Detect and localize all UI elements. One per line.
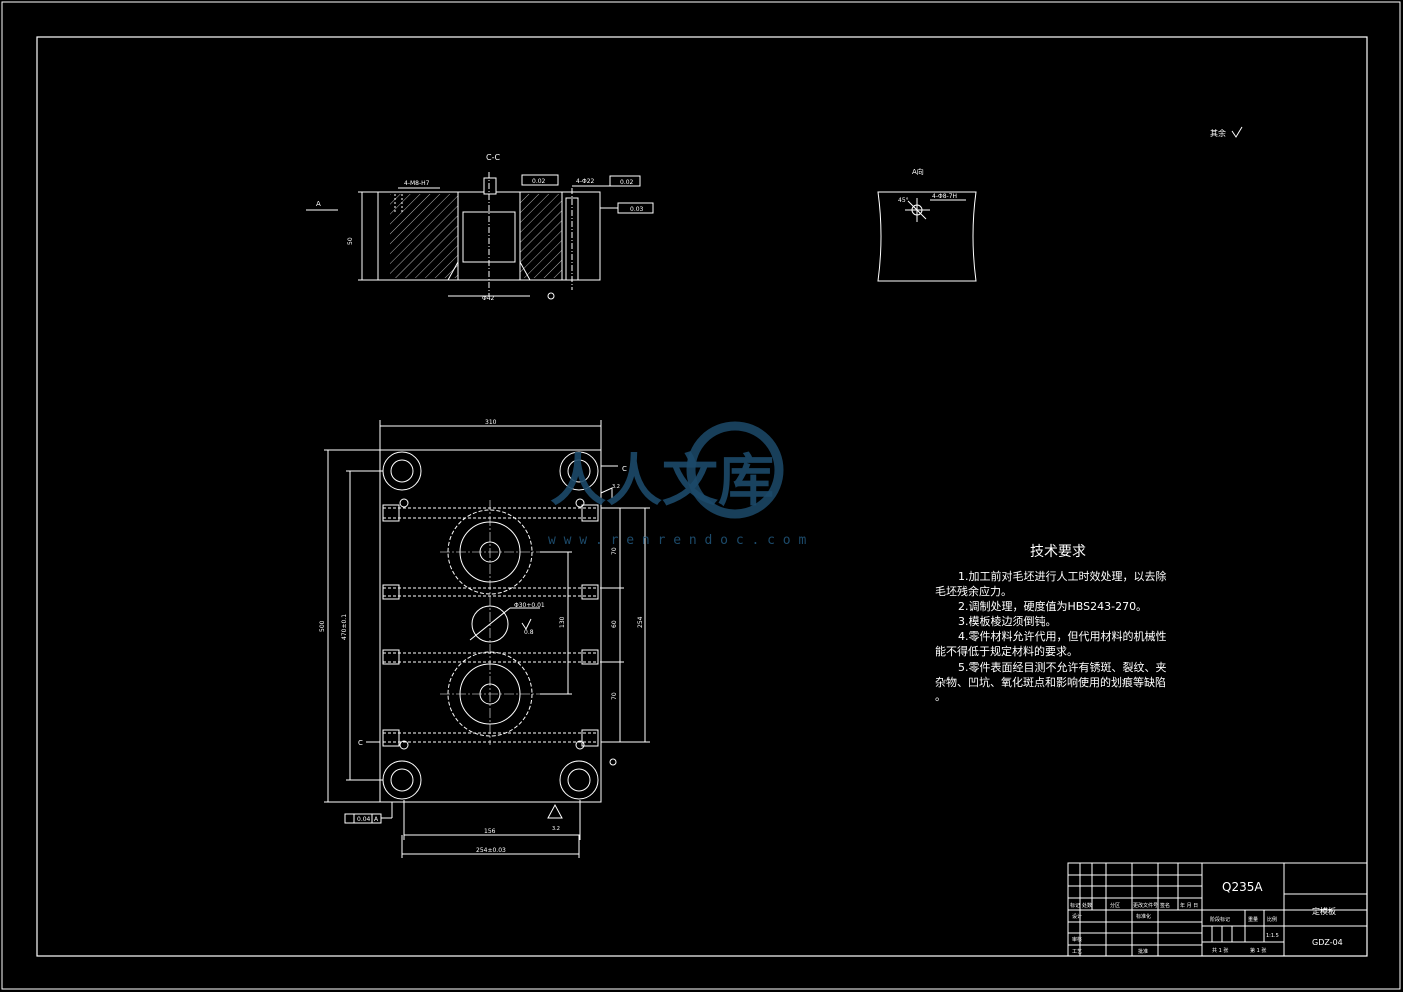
flatness-value: 0.04 bbox=[357, 816, 371, 823]
dim-bottom-inner: 156 bbox=[484, 828, 496, 835]
center-roughness: 0.8 bbox=[524, 629, 534, 636]
dim-right-1: 70 bbox=[611, 547, 618, 555]
label-zone: 分区 bbox=[1110, 902, 1120, 909]
center-hole-dim: Φ30+0.01 bbox=[514, 602, 545, 609]
section-view-title: C-C bbox=[486, 153, 500, 162]
roughness-rest-note: 其余 bbox=[1210, 128, 1226, 138]
plate-outline bbox=[379, 449, 602, 803]
material: Q235A bbox=[1222, 880, 1263, 894]
watermark-title: 人人文库 bbox=[550, 449, 774, 514]
flatness-datum: A bbox=[374, 816, 379, 823]
tech-heading: 技术要求 bbox=[1030, 544, 1086, 560]
dim-left-outer: 500 bbox=[319, 620, 326, 632]
dim-right-2: 60 bbox=[611, 620, 618, 628]
dim-top: 310 bbox=[485, 419, 497, 426]
roughness-bottom: 3.2 bbox=[552, 826, 560, 832]
tol-flat: 0.02 bbox=[620, 179, 634, 186]
section-mark-bottom: C bbox=[358, 739, 363, 747]
label-date: 年 月 日 bbox=[1180, 902, 1198, 909]
tol-perp: 0.03 bbox=[630, 206, 644, 213]
thread-note: 4-M8-H7 bbox=[404, 180, 430, 187]
tech-item-1: 1.加工前对毛坯进行人工时效处理，以去除 bbox=[958, 569, 1167, 583]
watermark-url: w w w . r e n r e n d o c . c o m bbox=[548, 533, 806, 548]
arrow-view-title: A向 bbox=[912, 167, 924, 176]
tol-parallel: 0.02 bbox=[532, 178, 546, 185]
section-datum-a: A bbox=[316, 200, 321, 208]
tech-item-4b: 能不得低于规定材料的要求。 bbox=[935, 644, 1078, 658]
label-mark: 标记 bbox=[1070, 902, 1080, 909]
tech-item-5: 5.零件表面经目测不允许有锈斑、裂纹、夹 bbox=[958, 660, 1167, 674]
label-process: 工艺 bbox=[1072, 949, 1082, 955]
sheet-number: 第 1 张 bbox=[1250, 947, 1266, 954]
tech-item-2: 2.调制处理，硬度值为HBS243-270。 bbox=[958, 599, 1147, 613]
label-approve: 批准 bbox=[1138, 948, 1148, 955]
part-name: 定模板 bbox=[1312, 906, 1336, 916]
label-weight: 重量 bbox=[1248, 916, 1258, 923]
center-hole bbox=[469, 605, 540, 643]
tech-item-3: 3.模板棱边须倒钝。 bbox=[958, 614, 1057, 628]
dim-right-3: 70 bbox=[611, 692, 618, 700]
sheets-total: 共 1 张 bbox=[1212, 947, 1228, 954]
label-count: 处数 bbox=[1082, 902, 1092, 909]
section-mark-top: C bbox=[622, 465, 627, 473]
roughness-right: 3.2 bbox=[612, 484, 620, 490]
title-block-text: Q235A 定模板 GDZ-04 标记 处数 分区 更改文件号 签名 年 月 日… bbox=[1070, 880, 1343, 955]
drawing-frame bbox=[36, 36, 1368, 957]
arrow-view: A向 45° 4-Φ8-7H bbox=[877, 167, 977, 282]
dim-inner-vert: 130 bbox=[559, 616, 566, 628]
plan-view: Φ30+0.01 0.8 310 500 470±0.1 254 bbox=[319, 419, 650, 858]
label-standard: 标准化 bbox=[1136, 913, 1151, 920]
tech-requirements: 技术要求 1.加工前对毛坯进行人工时效处理，以去除 毛坯残余应力。 2.调制处理… bbox=[935, 544, 1167, 703]
label-sign: 签名 bbox=[1160, 902, 1170, 909]
label-review: 审核 bbox=[1072, 936, 1082, 943]
arrow-view-hole: 4-Φ8-7H bbox=[932, 193, 957, 200]
section-dim-height: 50 bbox=[347, 237, 354, 245]
section-dim-bottom: Φ42 bbox=[482, 295, 495, 302]
hole-note: 4-Φ22 bbox=[576, 178, 595, 185]
label-scale: 比例 bbox=[1267, 916, 1277, 923]
drawing-number: GDZ-04 bbox=[1312, 938, 1343, 947]
scale-value: 1:1.5 bbox=[1266, 933, 1279, 939]
dim-bottom-outer: 254±0.03 bbox=[476, 847, 506, 854]
tech-item-5b: 杂物、凹坑、氧化斑点和影响使用的划痕等缺陷 bbox=[935, 675, 1166, 689]
tech-item-1b: 毛坯残余应力。 bbox=[935, 584, 1012, 598]
section-view: C-C 50 Φ42 4-M8-H7 0.02 4-Φ22 bbox=[306, 153, 654, 302]
label-change-doc: 更改文件号 bbox=[1133, 902, 1158, 909]
arrow-view-angle: 45° bbox=[898, 197, 909, 204]
title-block bbox=[1067, 862, 1368, 957]
dim-left-inner: 470±0.1 bbox=[341, 614, 348, 640]
label-design: 设计 bbox=[1072, 913, 1082, 920]
dim-right-outer: 254 bbox=[637, 616, 644, 628]
tech-item-4: 4.零件材料允许代用，但代用材料的机械性 bbox=[958, 629, 1167, 643]
tech-item-5c: 。 bbox=[935, 690, 946, 703]
watermark: 人人文库 w w w . r e n r e n d o c . c o m bbox=[548, 421, 806, 548]
label-stage: 阶段标记 bbox=[1210, 916, 1230, 923]
